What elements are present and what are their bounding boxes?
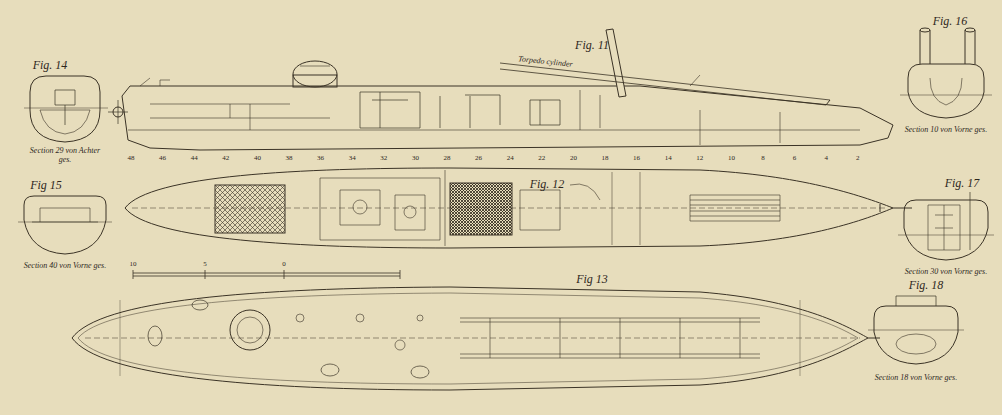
section-caption: Section 29 von Achter ges. <box>23 147 107 165</box>
cross-section <box>868 296 964 364</box>
section-caption: Section 10 von Vorne ges. <box>904 126 988 135</box>
figure-label: Fig. 12 <box>530 178 565 191</box>
frame-number: 26 <box>475 155 482 163</box>
frame-number: 46 <box>159 155 166 163</box>
part-label: Torpedo cylinder <box>517 55 572 69</box>
cross-section <box>900 28 992 118</box>
section-caption: Section 18 von Vorne ges. <box>874 374 958 383</box>
frame-number: 42 <box>222 155 229 163</box>
frame-number: 36 <box>317 155 324 163</box>
cross-section <box>24 76 108 142</box>
frame-number: 16 <box>633 155 640 163</box>
frame-number: 12 <box>696 155 703 163</box>
cross-section <box>18 196 112 254</box>
figure-label: Fig. 14 <box>33 59 68 72</box>
figure-label: Fig. 17 <box>945 177 980 190</box>
figure-label: Fig 15 <box>30 179 62 192</box>
scale-number: 5 <box>203 261 207 269</box>
frame-number: 14 <box>665 155 672 163</box>
frame-number: 44 <box>191 155 198 163</box>
scale-bar <box>133 270 400 279</box>
figure-label: Fig. 18 <box>909 279 944 292</box>
section-caption: Section 40 von Vorne ges. <box>23 262 107 271</box>
figure-label: Fig. 11 <box>575 39 609 52</box>
frame-number: 48 <box>128 155 135 163</box>
frame-number: 32 <box>380 155 387 163</box>
frame-number: 22 <box>538 155 545 163</box>
frame-number: 40 <box>254 155 261 163</box>
cross-section <box>898 192 994 260</box>
side-elevation <box>108 29 893 150</box>
frame-number: 24 <box>507 155 514 163</box>
frame-number: 18 <box>602 155 609 163</box>
frame-number: 28 <box>444 155 451 163</box>
frame-number: 38 <box>286 155 293 163</box>
frame-number: 2 <box>856 155 860 163</box>
scale-number: 10 <box>130 261 137 269</box>
frame-number: 34 <box>349 155 356 163</box>
plan-view <box>125 168 912 248</box>
figure-label: Fig 13 <box>576 273 608 286</box>
figure-label: Fig. 16 <box>933 15 968 28</box>
deck-plan <box>72 287 880 390</box>
frame-number: 30 <box>412 155 419 163</box>
scale-number: 0 <box>282 261 286 269</box>
frame-number: 10 <box>728 155 735 163</box>
section-caption: Section 30 von Vorne ges. <box>904 268 988 277</box>
frame-number: 8 <box>761 155 765 163</box>
frame-number: 6 <box>793 155 797 163</box>
frame-number: 20 <box>570 155 577 163</box>
frame-number: 4 <box>824 155 828 163</box>
